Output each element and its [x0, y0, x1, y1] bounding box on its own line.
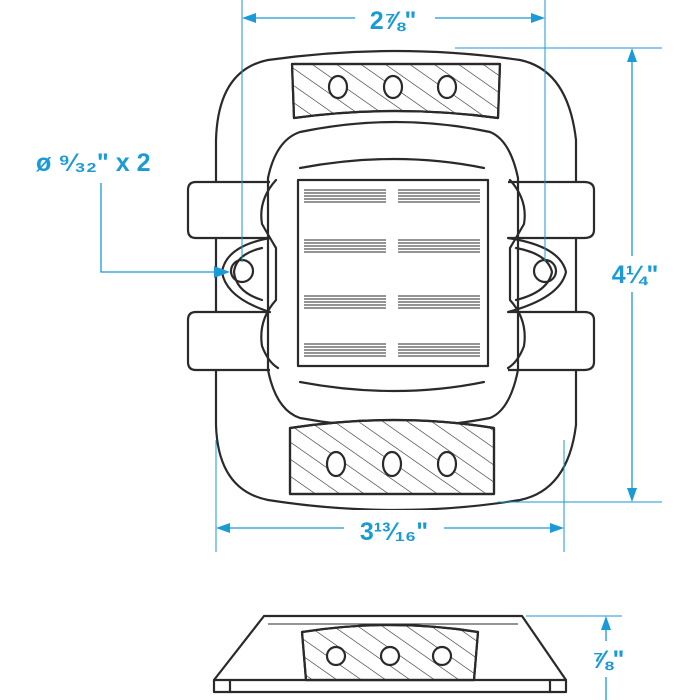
- side-height-label: ⅞": [592, 646, 625, 674]
- side-strip-reflectors: [325, 645, 453, 667]
- right-hole-boss-inner: [514, 246, 554, 302]
- panel-lines: [304, 189, 480, 357]
- right-bulge: [506, 178, 526, 370]
- height-dimension: 4¼": [455, 47, 668, 503]
- reflector-dot: [379, 645, 401, 667]
- right-hole-boss: [506, 236, 568, 314]
- right-lower-ear: [508, 310, 596, 372]
- lower-cap-arc: [298, 380, 486, 393]
- height-label: 4¼": [612, 261, 659, 289]
- left-bulge: [260, 178, 280, 370]
- top-width-dimension: 2⅞": [241, 0, 546, 262]
- top-view: [186, 49, 596, 512]
- side-height-dimension: ⅞": [526, 615, 632, 700]
- bottom-strip-reflectors: [325, 450, 458, 478]
- left-hole-boss: [220, 236, 272, 314]
- outer-body-outline: [214, 49, 578, 512]
- solar-panel: [296, 178, 490, 368]
- reflector-dot: [431, 645, 453, 667]
- reflector-dot: [327, 74, 349, 100]
- hole-callout: ø ⁹⁄₃₂" x 2: [36, 149, 230, 278]
- reflector-dot: [325, 450, 347, 478]
- reflector-dot: [381, 450, 403, 478]
- hole-spec-label: ø ⁹⁄₃₂" x 2: [36, 149, 150, 177]
- left-hole-boss-inner: [232, 246, 264, 302]
- reflector-dot: [436, 74, 458, 100]
- bottom-width-dimension: 3¹³⁄₁₆": [215, 440, 565, 552]
- upper-cap-arc: [298, 157, 486, 170]
- reflector-dot: [325, 645, 347, 667]
- inner-frame: [266, 120, 520, 429]
- right-upper-ear: [508, 180, 596, 240]
- reflector-dot: [436, 450, 458, 478]
- left-lower-ear: [186, 310, 270, 372]
- reflector-dot: [382, 74, 404, 100]
- top-width-label: 2⅞": [370, 7, 417, 35]
- top-strip-reflectors: [327, 74, 458, 100]
- bottom-width-label: 3¹³⁄₁₆": [360, 518, 428, 546]
- left-upper-ear: [186, 180, 270, 240]
- side-view: [212, 614, 568, 694]
